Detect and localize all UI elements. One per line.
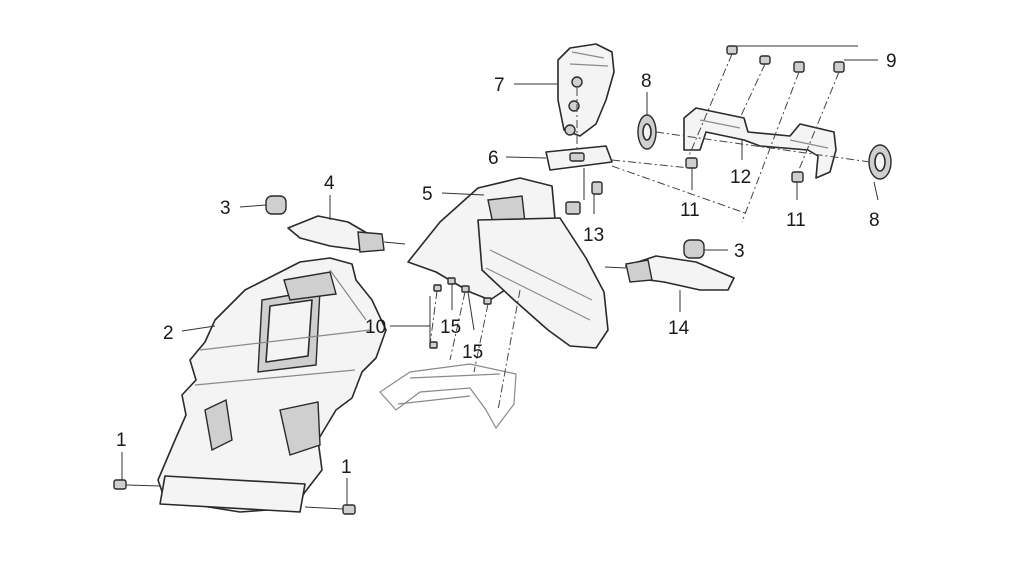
part-9-screws	[726, 45, 845, 73]
part-7-tail-lamp	[557, 43, 615, 137]
part-3-grommet-left	[265, 195, 287, 215]
part-4-left-turn-signal	[287, 215, 406, 253]
part-1-bolt-left	[113, 479, 161, 490]
callout-15-lower: 15	[462, 342, 483, 363]
callout-8-right: 8	[869, 210, 880, 231]
callout-8-left: 8	[641, 71, 652, 92]
part-3-grommet-right	[683, 239, 705, 259]
callout-7: 7	[494, 75, 505, 96]
callout-4: 4	[324, 173, 335, 194]
part-2-undertray	[157, 257, 387, 513]
callout-12: 12	[730, 167, 751, 188]
part-1-bolt-right	[304, 504, 356, 515]
part-11-nut-left	[685, 157, 698, 169]
callout-10: 10	[365, 317, 386, 338]
callout-11-left: 11	[680, 200, 700, 221]
license-plate-bracket-faint	[379, 363, 517, 430]
callout-3-left: 3	[220, 198, 231, 219]
callout-3-right: 3	[734, 241, 745, 262]
part-8-reflector-left	[637, 114, 657, 150]
callout-labels: 1 1 2 3 3 4 5 6 7 8 8 9 10 11 11 12 13 1…	[116, 51, 897, 478]
part-8-reflector-right	[868, 144, 892, 180]
part-6-plate-light	[545, 145, 613, 200]
part-13-connector	[565, 181, 603, 215]
callout-9: 9	[886, 51, 897, 72]
callout-11-right: 11	[786, 210, 806, 231]
callout-6: 6	[488, 148, 499, 169]
assembly-lines	[429, 53, 871, 411]
callout-5: 5	[422, 184, 433, 205]
leader-lines	[121, 45, 879, 505]
part-11-nut-right	[791, 171, 804, 183]
callout-2: 2	[163, 323, 174, 344]
callout-13: 13	[583, 225, 604, 246]
callout-14: 14	[668, 318, 690, 339]
part-14-right-turn-signal	[604, 255, 735, 291]
callout-1-left: 1	[116, 430, 127, 451]
callout-1-right: 1	[341, 457, 352, 478]
callout-15-upper: 15	[440, 317, 461, 338]
part-12-bracket	[683, 107, 837, 179]
part-5-rear-fender	[407, 177, 609, 349]
